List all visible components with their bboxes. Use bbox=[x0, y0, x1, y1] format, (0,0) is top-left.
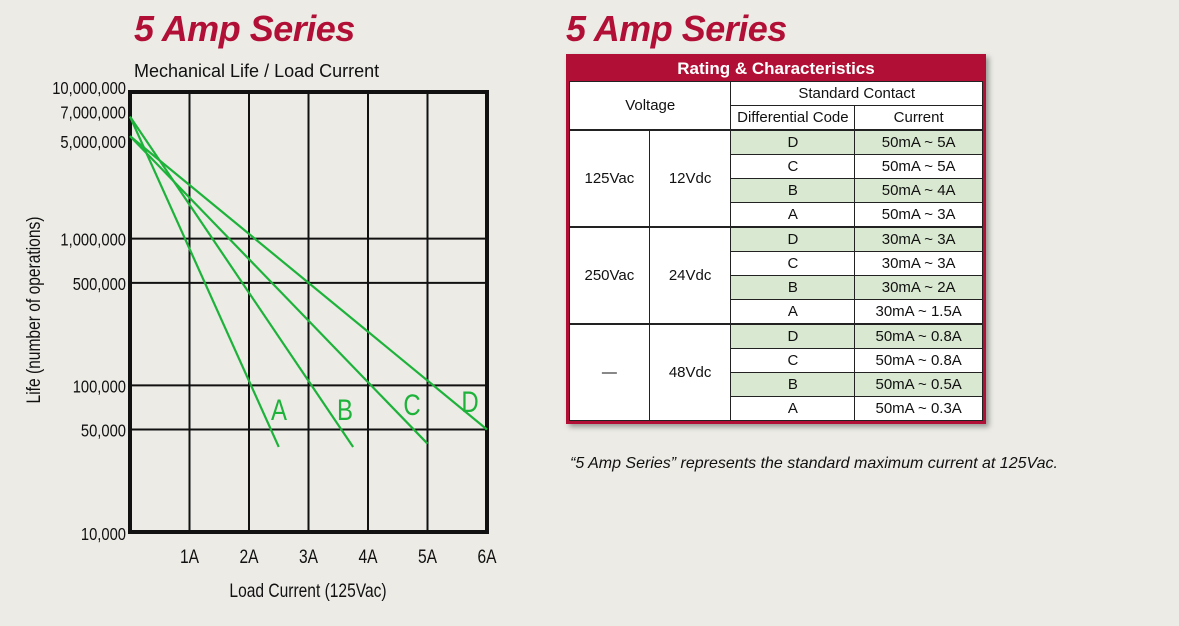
current-cell: 30mA ~ 3A bbox=[854, 226, 983, 252]
standard-contact-header: Standard Contact bbox=[730, 81, 983, 106]
current-cell: 50mA ~ 0.5A bbox=[854, 372, 983, 397]
current-cell: 50mA ~ 5A bbox=[854, 129, 983, 155]
series-label-c: C bbox=[403, 387, 420, 421]
y-tick-label: 10,000,000 bbox=[52, 79, 126, 99]
ac-voltage-cell: — bbox=[569, 323, 650, 421]
ac-voltage-cell: 125Vac bbox=[569, 129, 650, 228]
series-label-b: B bbox=[337, 392, 353, 426]
plot-frame bbox=[128, 90, 489, 534]
y-tick-label: 50,000 bbox=[81, 421, 126, 441]
current-cell: 50mA ~ 4A bbox=[854, 178, 983, 203]
current-cell: 30mA ~ 1.5A bbox=[854, 299, 983, 325]
differential-code-cell: D bbox=[730, 226, 856, 252]
table-header: Rating & Characteristics bbox=[569, 57, 983, 81]
y-tick-label: 100,000 bbox=[73, 377, 126, 397]
dc-voltage-cell: 12Vdc bbox=[648, 129, 732, 228]
current-cell: 30mA ~ 2A bbox=[854, 275, 983, 300]
current-cell: 50mA ~ 0.8A bbox=[854, 348, 983, 373]
x-tick-label: 2A bbox=[239, 546, 258, 568]
y-tick-label: 500,000 bbox=[73, 275, 126, 295]
series-label-a: A bbox=[271, 392, 288, 426]
series-line-a bbox=[128, 116, 280, 448]
footnote: “5 Amp Series” represents the standard m… bbox=[570, 455, 1058, 472]
current-cell: 50mA ~ 3A bbox=[854, 202, 983, 228]
differential-code-cell: A bbox=[730, 396, 856, 421]
differential-code-cell: C bbox=[730, 348, 856, 373]
series-label-d: D bbox=[461, 384, 478, 418]
right-series-title: 5 Amp Series bbox=[566, 8, 787, 49]
series-line-b bbox=[129, 115, 355, 448]
y-axis-label: Life (number of operations) bbox=[23, 217, 45, 404]
ac-voltage-cell: 250Vac bbox=[569, 226, 650, 325]
differential-code-cell: B bbox=[730, 372, 856, 397]
voltage-header: Voltage bbox=[568, 81, 732, 131]
dc-voltage-cell: 24Vdc bbox=[648, 226, 732, 325]
x-tick-label: 5A bbox=[418, 546, 437, 568]
x-tick-label: 1A bbox=[180, 546, 199, 568]
differential-code-header: Differential Code bbox=[730, 105, 856, 131]
differential-code-cell: A bbox=[730, 202, 856, 228]
x-tick-label: 3A bbox=[299, 546, 318, 568]
x-tick-label: 4A bbox=[358, 546, 377, 568]
differential-code-cell: D bbox=[730, 129, 856, 155]
current-cell: 50mA ~ 0.8A bbox=[854, 323, 983, 349]
current-cell: 50mA ~ 5A bbox=[854, 154, 983, 179]
differential-code-cell: B bbox=[730, 178, 856, 203]
differential-code-cell: D bbox=[730, 323, 856, 349]
y-tick-label: 1,000,000 bbox=[60, 230, 126, 250]
left-series-title: 5 Amp Series bbox=[134, 8, 355, 49]
x-tick-label: 6A bbox=[477, 546, 496, 568]
y-tick-label: 10,000 bbox=[81, 525, 126, 545]
differential-code-cell: C bbox=[730, 251, 856, 276]
chart-title: Mechanical Life / Load Current bbox=[134, 61, 379, 81]
current-cell: 30mA ~ 3A bbox=[854, 251, 983, 276]
dc-voltage-cell: 48Vdc bbox=[648, 323, 732, 421]
differential-code-cell: B bbox=[730, 275, 856, 300]
series-line-c bbox=[129, 135, 429, 445]
differential-code-cell: A bbox=[730, 299, 856, 325]
y-tick-label: 7,000,000 bbox=[60, 103, 126, 123]
series-line-d bbox=[129, 135, 488, 431]
life-chart: A B C D 10,000 50,000 100,000 500,000 1,000,000 5… bbox=[23, 61, 497, 602]
current-cell: 50mA ~ 0.3A bbox=[854, 396, 983, 421]
y-tick-label: 5,000,000 bbox=[60, 133, 126, 153]
differential-code-cell: C bbox=[730, 154, 856, 179]
x-axis-label: Load Current (125Vac) bbox=[229, 580, 386, 602]
current-header: Current bbox=[854, 105, 983, 131]
